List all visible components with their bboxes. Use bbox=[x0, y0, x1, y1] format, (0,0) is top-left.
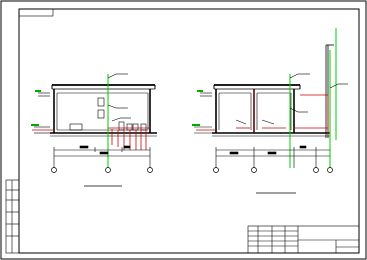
right-annotations bbox=[196, 89, 329, 135]
right-walls bbox=[212, 89, 330, 137]
right-roof bbox=[213, 84, 301, 90]
left-annotations bbox=[32, 127, 150, 150]
axis-bubble-icon bbox=[213, 167, 333, 173]
right-dimensions bbox=[215, 145, 330, 168]
sheet-tag-box bbox=[18, 8, 54, 17]
axis-bubble-icon bbox=[51, 167, 153, 173]
left-walls bbox=[50, 89, 157, 137]
right-level-labels bbox=[192, 90, 203, 126]
left-leaders bbox=[34, 73, 131, 134]
left-roof bbox=[51, 84, 156, 90]
right-column-axes bbox=[289, 28, 337, 168]
left-level-labels bbox=[31, 90, 41, 126]
left-dimensions bbox=[53, 145, 151, 168]
binding-strip bbox=[5, 179, 20, 254]
right-leaders bbox=[194, 73, 348, 134]
right-elevation bbox=[192, 28, 348, 194]
title-block bbox=[247, 225, 360, 254]
left-interior-fixtures bbox=[69, 97, 147, 131]
left-elevation bbox=[31, 73, 157, 187]
